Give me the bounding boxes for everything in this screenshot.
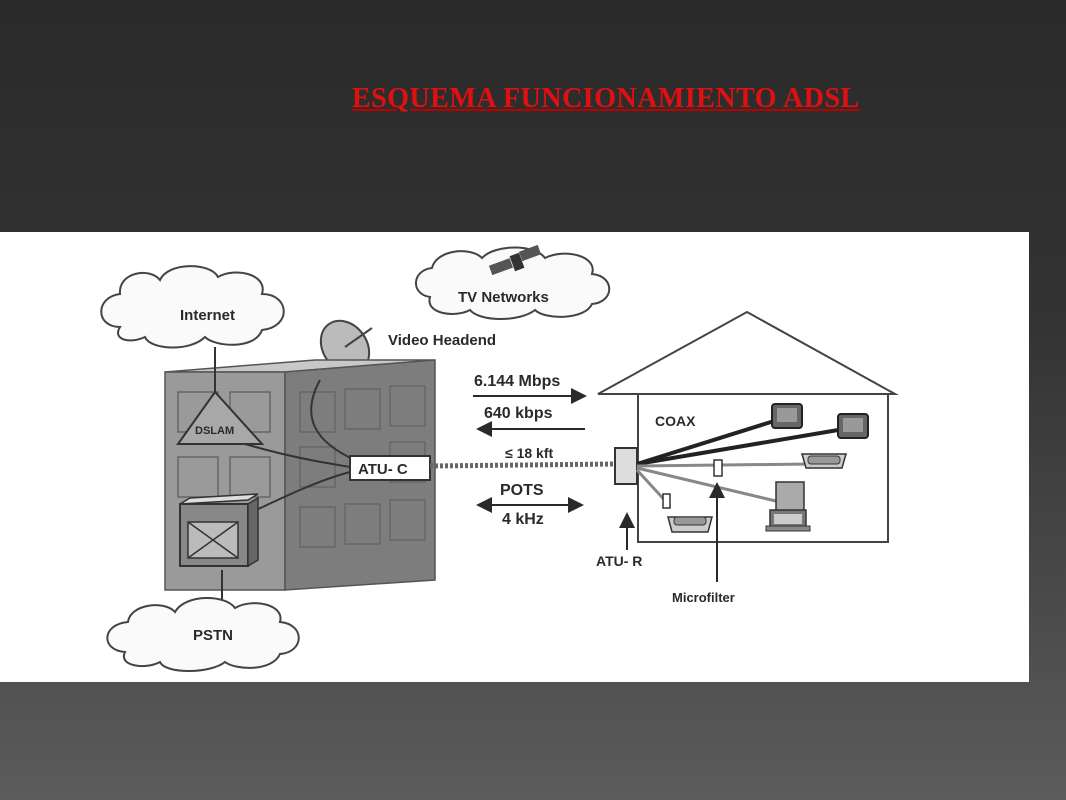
pstn-label: PSTN — [193, 627, 233, 644]
adsl-diagram: Internet TV Networks Video Headend — [0, 232, 1029, 682]
tv-icon — [837, 413, 869, 439]
atu-c-label: ATU- C — [358, 461, 408, 478]
slide-title: ESQUEMA FUNCIONAMIENTO ADSL — [352, 83, 860, 114]
atu-r-label: ATU- R — [596, 553, 642, 569]
video-headend-label: Video Headend — [388, 332, 496, 349]
downstream-rate-label: 6.144 Mbps — [474, 373, 560, 390]
microfilter-label: Microfilter — [672, 590, 735, 605]
dslam-label: DSLAM — [195, 425, 234, 437]
coax-label: COAX — [655, 413, 696, 429]
pstn-switch-icon — [179, 493, 259, 568]
pstn-cloud: PSTN — [106, 596, 300, 672]
satellite-icon — [488, 244, 542, 276]
computer-icon — [765, 481, 811, 532]
internet-label: Internet — [180, 307, 235, 324]
atu-r-box — [614, 447, 638, 485]
pots-freq-label: 4 kHz — [502, 511, 544, 528]
atu-c-box: ATU- C — [349, 455, 431, 481]
phone-icon — [801, 453, 847, 469]
pots-label: POTS — [500, 482, 544, 499]
tv-networks-label: TV Networks — [458, 289, 549, 306]
microfilter-icon — [662, 493, 671, 509]
tv-networks-cloud: TV Networks — [415, 244, 611, 320]
upstream-rate-label: 640 kbps — [484, 405, 553, 422]
tv-icon — [771, 403, 803, 429]
phone-icon — [667, 516, 713, 533]
dslam-triangle: DSLAM — [176, 390, 265, 445]
internet-cloud: Internet — [100, 265, 285, 349]
microfilter-icon — [713, 459, 723, 477]
distance-label: ≤ 18 kft — [505, 445, 553, 461]
